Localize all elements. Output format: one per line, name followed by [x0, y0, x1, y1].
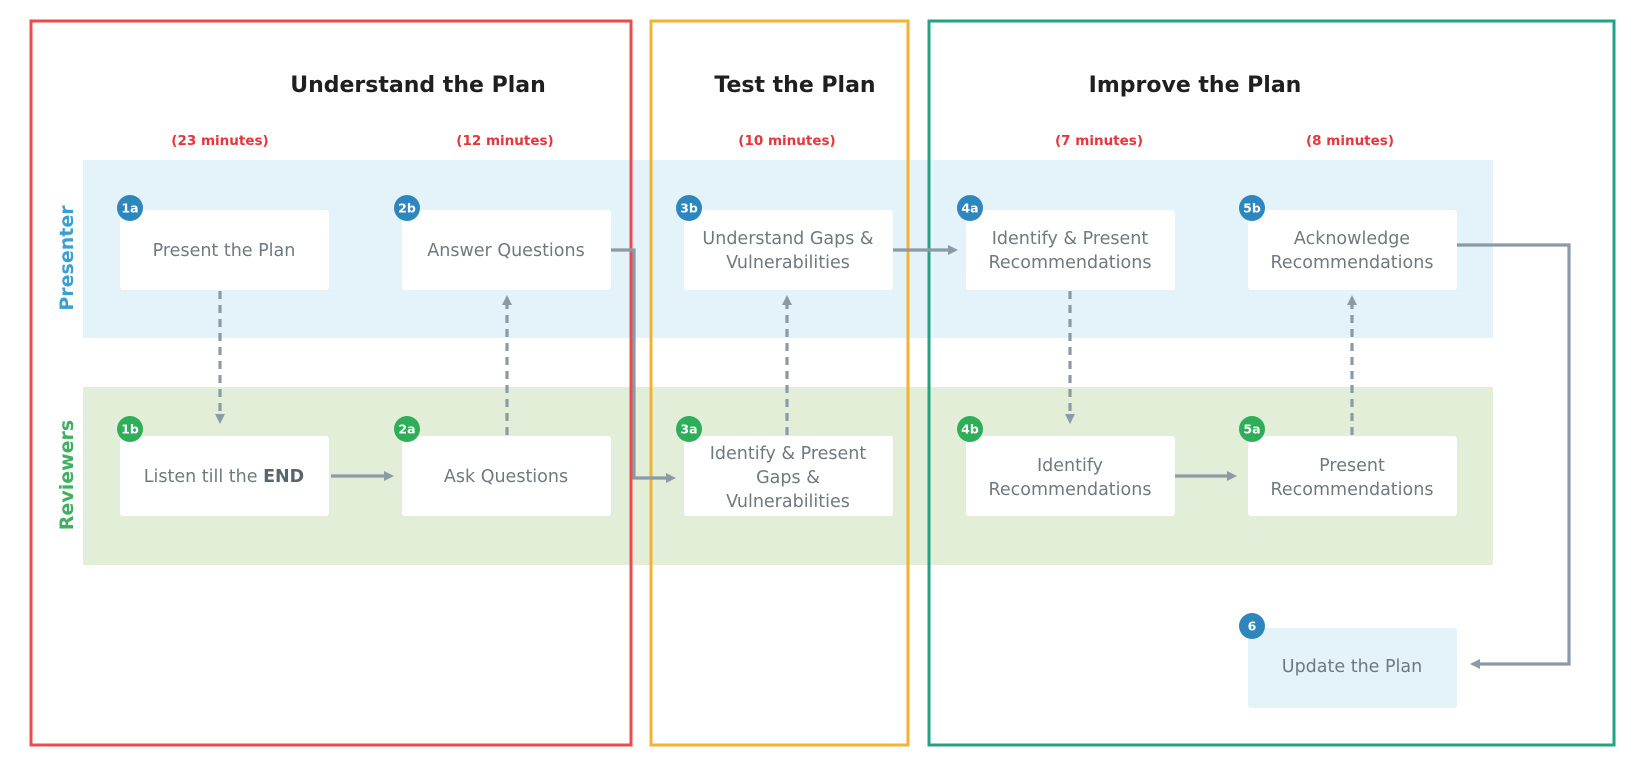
step-6: Update the Plan	[1248, 628, 1457, 708]
badge-2a: 2a	[394, 416, 420, 442]
badge-3b-text: 3b	[680, 201, 698, 216]
step-1a: Present the Plan	[120, 210, 329, 290]
duration-step-2: (12 minutes)	[456, 133, 553, 149]
phase-frame-test	[649, 19, 910, 747]
badge-3a-text: 3a	[680, 422, 697, 437]
step-3a-label-line2: Gaps &	[756, 468, 820, 488]
badge-6: 6	[1239, 613, 1265, 639]
step-3a: Identify & Present Gaps & Vulnerabilitie…	[684, 436, 893, 516]
duration-step-1: (23 minutes)	[171, 133, 268, 149]
badge-5b: 5b	[1239, 195, 1265, 221]
step-2a: Ask Questions	[402, 436, 611, 516]
connector-2b-to-3a	[611, 248, 676, 483]
step-2a-label: Ask Questions	[444, 467, 568, 487]
badge-3b: 3b	[676, 195, 702, 221]
phase-title-improve: Improve the Plan	[1089, 73, 1302, 98]
badge-4b-text: 4b	[961, 422, 979, 437]
badge-4a-text: 4a	[961, 201, 978, 216]
step-4a: Identify & Present Recommendations	[966, 210, 1175, 290]
badge-1a-text: 1a	[121, 201, 138, 216]
step-3b: Understand Gaps & Vulnerabilities	[684, 210, 893, 290]
step-1b: Listen till the END	[120, 436, 329, 516]
step-3b-label-line2: Vulnerabilities	[726, 253, 850, 273]
phase-title-test: Test the Plan	[714, 73, 875, 98]
badge-1b: 1b	[117, 416, 143, 442]
step-2b-label: Answer Questions	[427, 241, 584, 261]
step-3a-label-line3: Vulnerabilities	[726, 492, 850, 512]
duration-step-5: (8 minutes)	[1306, 133, 1394, 149]
badge-1b-text: 1b	[121, 422, 139, 437]
badge-2b: 2b	[394, 195, 420, 221]
phase-title-understand: Understand the Plan	[290, 73, 546, 98]
step-5a-label-line2: Recommendations	[1271, 480, 1434, 500]
step-4b-label-line2: Recommendations	[989, 480, 1152, 500]
badge-5a: 5a	[1239, 416, 1265, 442]
step-5b-label-line2: Recommendations	[1271, 253, 1434, 273]
step-3a-label-line1: Identify & Present	[710, 444, 867, 464]
step-1a-label: Present the Plan	[153, 241, 296, 261]
step-2b: Answer Questions	[402, 210, 611, 290]
step-1b-label-emphasis: END	[263, 467, 304, 487]
step-6-label: Update the Plan	[1282, 657, 1422, 677]
reviewers-lane-label: Reviewers	[56, 420, 78, 530]
step-5a-label-line1: Present	[1319, 456, 1385, 476]
badge-3a: 3a	[676, 416, 702, 442]
badge-2b-text: 2b	[398, 201, 416, 216]
step-3b-label-line1: Understand Gaps &	[702, 229, 874, 249]
badge-2a-text: 2a	[398, 422, 415, 437]
badge-1a: 1a	[117, 195, 143, 221]
duration-step-4: (7 minutes)	[1055, 133, 1143, 149]
step-4a-label-line1: Identify & Present	[992, 229, 1149, 249]
step-5b: Acknowledge Recommendations	[1248, 210, 1457, 290]
step-4b-label-line1: Identify	[1037, 456, 1103, 476]
step-1b-label: Listen till the END	[144, 467, 304, 487]
duration-step-3: (10 minutes)	[738, 133, 835, 149]
badge-4a: 4a	[957, 195, 983, 221]
badge-6-text: 6	[1248, 619, 1257, 634]
phase-frame-understand	[29, 19, 633, 747]
connector-5b-to-6	[1457, 243, 1571, 669]
badge-4b: 4b	[957, 416, 983, 442]
phase-frame-improve	[927, 19, 1616, 747]
badge-5a-text: 5a	[1243, 422, 1260, 437]
step-5b-label-line1: Acknowledge	[1294, 229, 1410, 249]
presenter-lane-label: Presenter	[56, 205, 78, 311]
step-5a: Present Recommendations	[1248, 436, 1457, 516]
step-4b: Identify Recommendations	[966, 436, 1175, 516]
step-1b-label-prefix: Listen till the	[144, 467, 263, 487]
step-4a-label-line2: Recommendations	[989, 253, 1152, 273]
badge-5b-text: 5b	[1243, 201, 1261, 216]
